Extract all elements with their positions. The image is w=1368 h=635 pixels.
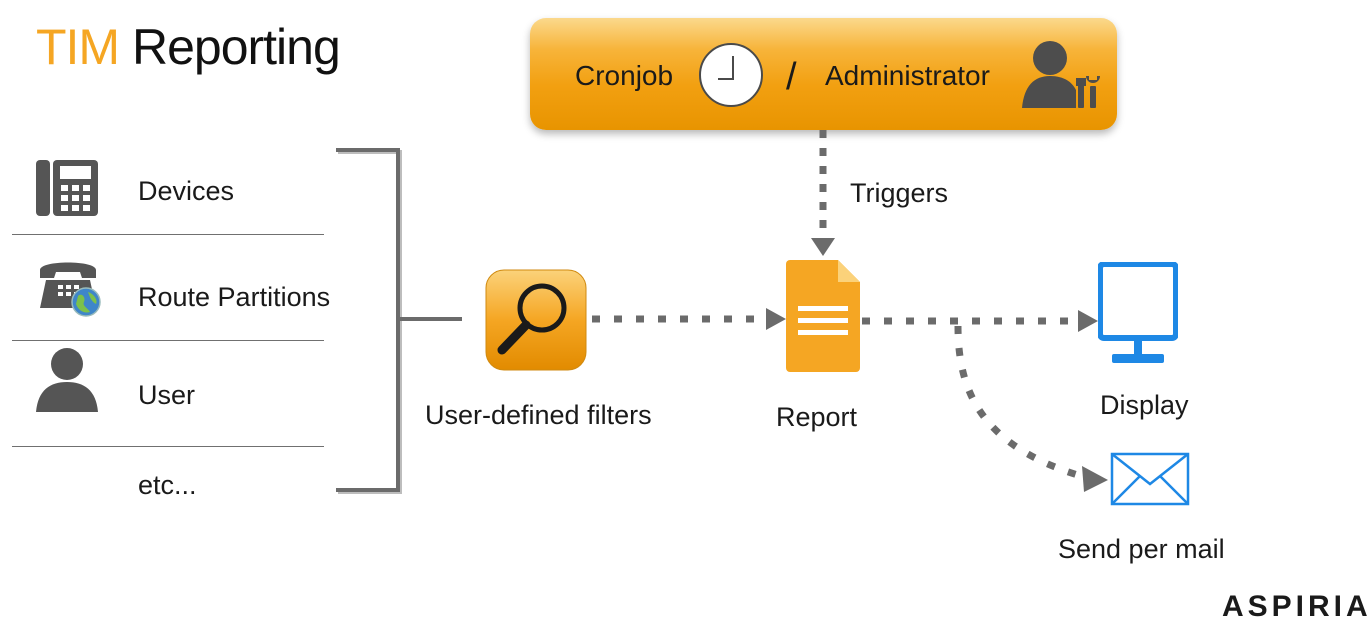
source-devices-label: Devices	[138, 176, 235, 206]
filters-to-report-arrowhead	[766, 308, 786, 330]
source-divider	[12, 446, 324, 447]
monitor-icon	[1097, 261, 1179, 366]
report-document-icon	[786, 258, 862, 374]
source-route-partitions-label: Route Partitions	[138, 282, 331, 312]
aspiria-logo: ASPIRIA®	[1222, 592, 1368, 622]
user-silhouette-icon	[36, 346, 98, 412]
title-rest: Reporting	[119, 19, 341, 75]
cronjob-label: Cronjob	[575, 60, 674, 91]
page-title: TIM Reporting	[36, 19, 341, 75]
source-bracket	[336, 148, 400, 492]
trigger-banner	[530, 18, 1117, 130]
banner-separator: /	[786, 56, 797, 98]
envelope-icon	[1110, 452, 1190, 506]
report-to-display-arrowhead	[1078, 310, 1098, 332]
logo-text: ASPIRIA	[1222, 590, 1368, 623]
telephone-globe-icon	[38, 256, 102, 320]
trigger-arrowhead	[811, 238, 835, 256]
display-label: Display	[1100, 390, 1189, 420]
source-divider	[12, 340, 324, 341]
desk-phone-icon	[36, 158, 98, 218]
clock-icon	[698, 42, 764, 108]
source-user-label: User	[138, 380, 196, 410]
mail-label: Send per mail	[1058, 534, 1225, 564]
source-etc-label: etc...	[138, 470, 197, 500]
report-to-mail-arrowhead	[1082, 466, 1108, 492]
title-accent: TIM	[36, 19, 120, 75]
admin-user-icon	[1020, 38, 1100, 110]
triggers-label: Triggers	[850, 178, 949, 208]
administrator-label: Administrator	[825, 60, 990, 91]
source-divider	[12, 234, 324, 235]
report-to-mail-arrow	[954, 325, 1089, 482]
report-label: Report	[776, 402, 858, 432]
filters-label: User-defined filters	[425, 400, 652, 430]
magnifier-icon	[484, 268, 588, 372]
